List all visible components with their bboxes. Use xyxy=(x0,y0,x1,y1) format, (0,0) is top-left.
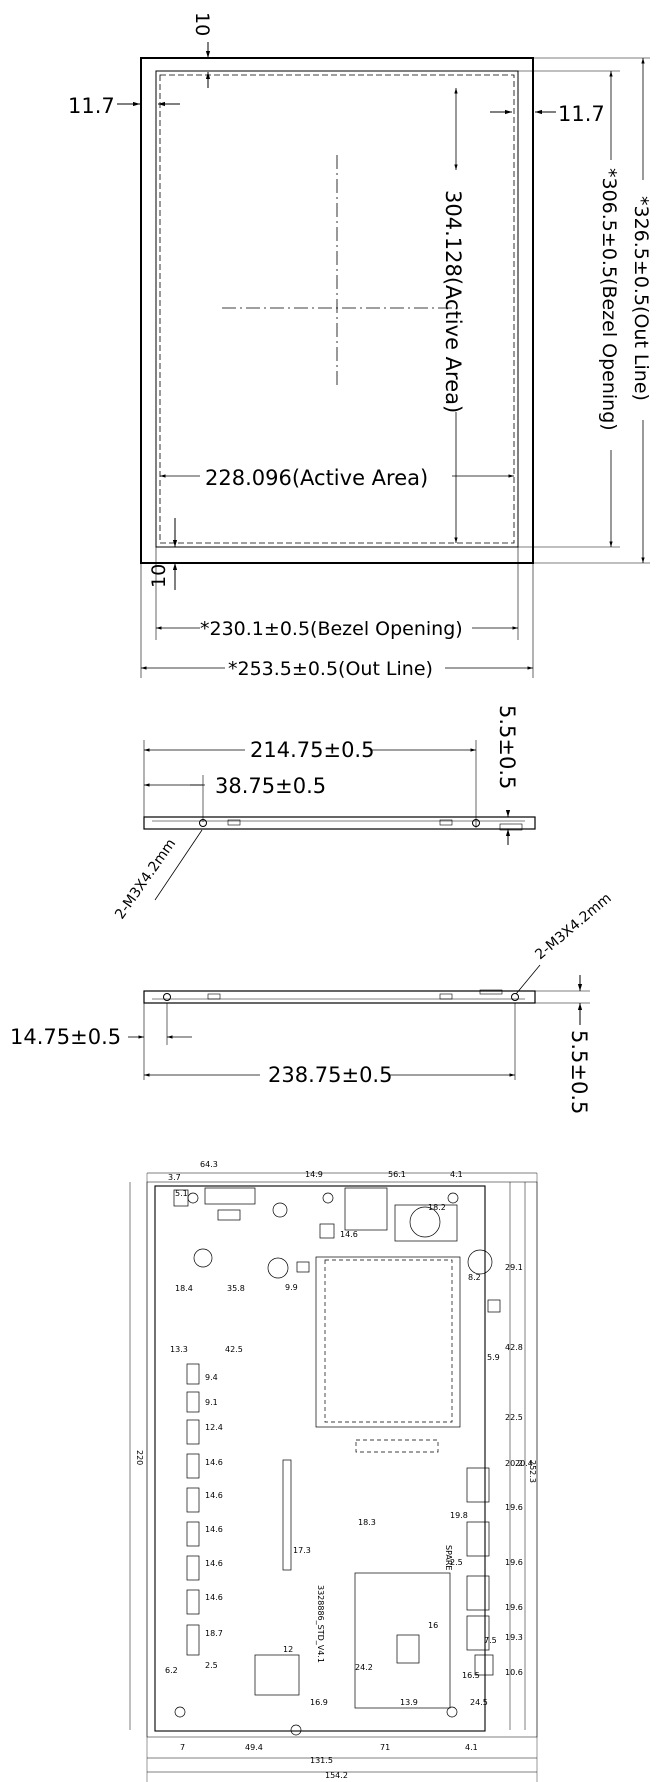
dim-left-col-5: 12.4 xyxy=(205,1423,223,1432)
bezel-opening xyxy=(155,70,519,548)
side-top-span: 214.75±0.5 xyxy=(250,738,374,762)
pcb-outline xyxy=(154,1185,486,1732)
dim-right-col-4: 20.2 xyxy=(505,1459,523,1468)
dim-left-11-7: 11.7 xyxy=(68,94,115,118)
dim-right-col-5: 20.4 xyxy=(515,1459,533,1468)
spare-label: SPARE xyxy=(444,1545,453,1570)
mount-hole xyxy=(290,1724,302,1736)
dim-left-col-11: 18.7 xyxy=(205,1629,223,1638)
dim-misc-11: 24.2 xyxy=(355,1663,373,1672)
dim-active-width: 228.096(Active Area) xyxy=(205,466,428,490)
board-label: 3328886_STD_V4.1 xyxy=(316,1585,325,1663)
side-view-bottom xyxy=(128,964,590,1080)
dim-total-large: 154.2 xyxy=(325,1771,348,1780)
dim-right-col-1: 29.1 xyxy=(505,1263,523,1272)
dim-misc-9: 16 xyxy=(428,1621,438,1630)
dim-misc-21: 16.5 xyxy=(462,1671,480,1680)
side-profile-top xyxy=(143,816,536,830)
dim-misc-17: 18.3 xyxy=(358,1518,376,1527)
buzzer xyxy=(467,1249,493,1275)
side-bottom-span: 238.75±0.5 xyxy=(268,1063,392,1087)
dim-bottom-4: 4.1 xyxy=(465,1743,478,1752)
dim-height-right: 252.3 xyxy=(528,1460,537,1483)
side-bottom-thickness: 5.5±0.5 xyxy=(567,1030,591,1114)
dim-left-col-3: 9.4 xyxy=(205,1373,218,1382)
side-profile-bottom xyxy=(143,990,536,1004)
dim-misc-6: 18.4 xyxy=(175,1284,193,1293)
dim-right-col-7: 19.6 xyxy=(505,1558,523,1567)
dim-right-11-7: 11.7 xyxy=(558,102,605,126)
side-bottom-offset: 14.75±0.5 xyxy=(10,1025,121,1049)
dim-top-2: 64.3 xyxy=(200,1160,218,1169)
dim-misc-1: 5.1 xyxy=(175,1189,188,1198)
dim-bottom-2: 49.4 xyxy=(245,1743,263,1752)
dim-left-col-2: 42.5 xyxy=(225,1345,243,1354)
dim-bottom-10: 10 xyxy=(148,564,170,588)
dim-bezel-width: *230.1±0.5(Bezel Opening) xyxy=(200,618,463,640)
dim-misc-13: 13.9 xyxy=(400,1698,418,1707)
dim-misc-18: 19.8 xyxy=(450,1511,468,1520)
dim-top-1: 3.7 xyxy=(168,1173,181,1182)
dim-right-col-6: 19.6 xyxy=(505,1503,523,1512)
dim-misc-4: 9.9 xyxy=(285,1283,298,1292)
dim-right-col-2: 42.8 xyxy=(505,1343,523,1352)
mount-hole xyxy=(447,1192,459,1204)
dim-bottom-3: 71 xyxy=(380,1743,390,1752)
dim-misc-7: 8.2 xyxy=(468,1273,481,1282)
dim-bottom-1: 7 xyxy=(180,1743,185,1752)
soc-chip xyxy=(354,1572,451,1709)
battery-holder xyxy=(394,1204,458,1242)
active-area xyxy=(159,74,515,544)
dim-left-col-4: 9.1 xyxy=(205,1398,218,1407)
dim-left-col-8: 14.6 xyxy=(205,1525,223,1534)
mount-hole xyxy=(322,1192,334,1204)
side-view-top xyxy=(143,740,536,901)
dim-misc-20: 7.5 xyxy=(484,1636,497,1645)
dim-right-col-3: 22.5 xyxy=(505,1413,523,1422)
dim-misc-10: 12 xyxy=(283,1645,293,1654)
dim-misc-14: 24.5 xyxy=(470,1698,488,1707)
dim-misc-12: 16.9 xyxy=(310,1698,328,1707)
dim-left-col-12: 2.5 xyxy=(205,1661,218,1670)
dim-left-col-6: 14.6 xyxy=(205,1458,223,1467)
dim-top-3: 14.9 xyxy=(305,1170,323,1179)
mount-hole xyxy=(187,1192,199,1204)
dim-misc-8: 17.3 xyxy=(293,1546,311,1555)
mount-hole xyxy=(174,1706,186,1718)
dim-left-col-10: 14.6 xyxy=(205,1593,223,1602)
dim-bezel-height: *306.5±0.5(Bezel Opening) xyxy=(598,168,620,431)
dim-left-col-9: 14.6 xyxy=(205,1559,223,1568)
dim-misc-2: 18.2 xyxy=(428,1203,446,1212)
dim-outline-width: *253.5±0.5(Out Line) xyxy=(228,658,433,680)
front-view xyxy=(117,42,650,678)
side-bottom-screw-note: 2-M3X4.2mm xyxy=(532,890,614,963)
side-top-thickness: 5.5±0.5 xyxy=(495,705,519,789)
dim-right-col-10: 10.6 xyxy=(505,1668,523,1677)
side-top-offset: 38.75±0.5 xyxy=(215,774,326,798)
dim-left-col-7: 14.6 xyxy=(205,1491,223,1500)
dim-top-4: 56.1 xyxy=(388,1170,406,1179)
outline-frame xyxy=(140,57,534,564)
dim-top-10: 10 xyxy=(191,12,213,36)
cpu-module xyxy=(315,1256,461,1428)
dim-right-col-8: 19.6 xyxy=(505,1603,523,1612)
dim-right-col-9: 19.3 xyxy=(505,1633,523,1642)
dim-misc-15: 6.2 xyxy=(165,1666,178,1675)
dim-active-height: 304.128(Active Area) xyxy=(441,190,465,413)
mount-hole xyxy=(446,1706,458,1718)
dim-top-5: 4.1 xyxy=(450,1170,463,1179)
dim-height-left: 220 xyxy=(135,1450,144,1465)
rear-view-labels: 3.7 64.3 14.9 56.1 4.1 7 49.4 71 4.1 131… xyxy=(135,1160,537,1780)
dim-misc-16: 5.9 xyxy=(487,1353,500,1362)
dim-misc-5: 35.8 xyxy=(227,1284,245,1293)
rear-view xyxy=(129,1172,538,1782)
dim-misc-19: 2.5 xyxy=(450,1558,463,1567)
dim-outline-height: *326.5±0.5(Out Line) xyxy=(630,196,652,401)
dim-left-col-1: 13.3 xyxy=(170,1345,188,1354)
dim-misc-3: 14.6 xyxy=(340,1230,358,1239)
dim-total-small: 131.5 xyxy=(310,1756,333,1765)
